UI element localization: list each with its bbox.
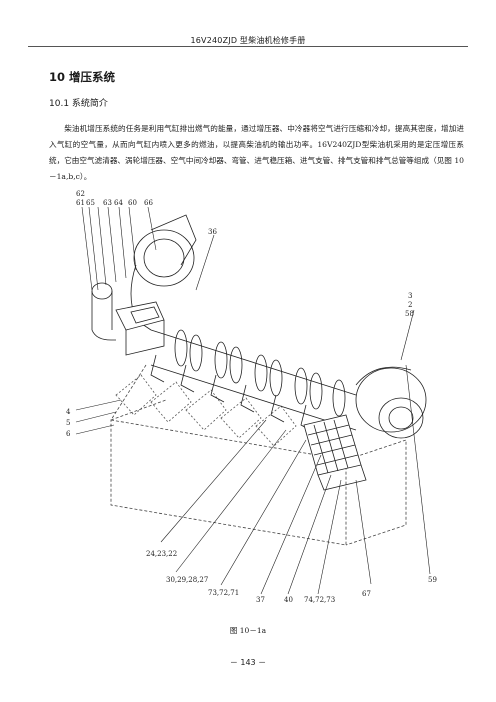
label-6: 6 <box>66 430 71 438</box>
label-73-72-71: 73,72,71 <box>208 589 239 597</box>
leader-lines <box>75 206 431 595</box>
exhaust-manifold <box>150 329 357 431</box>
label-61: 61 <box>76 199 85 207</box>
intro-paragraph: 柴油机增压系统的任务是利用气缸排出燃气的能量，通过增压器、中冷器将空气进行压缩和… <box>49 121 464 185</box>
label-60: 60 <box>128 199 137 207</box>
label-74-72-73: 74,72,73 <box>304 596 335 604</box>
label-59: 59 <box>428 576 437 584</box>
left-turbocharger <box>91 214 197 341</box>
label-58: 58 <box>405 310 414 318</box>
label-62: 62 <box>76 190 85 198</box>
figure-caption: 图 10－1a <box>229 626 267 635</box>
label-40: 40 <box>284 596 293 604</box>
label-3: 3 <box>408 292 412 300</box>
label-64: 64 <box>114 199 123 207</box>
label-30-29-28-27: 30,29,28,27 <box>166 576 208 584</box>
right-intercooler <box>303 414 367 491</box>
page-number: － 143 － <box>229 658 267 667</box>
turbocharger-system-drawing: 62 61 65 63 64 60 66 36 3 2 58 4 5 6 24,… <box>66 190 437 604</box>
left-air-filter <box>115 301 165 356</box>
header-rule <box>28 46 468 47</box>
label-5: 5 <box>66 419 70 427</box>
label-24-23-22: 24,23,22 <box>146 550 177 558</box>
engine-block-outline <box>110 364 407 546</box>
label-66: 66 <box>144 199 153 207</box>
label-36: 36 <box>208 228 217 236</box>
label-63: 63 <box>103 199 112 207</box>
label-4: 4 <box>66 408 71 416</box>
chapter-title: 10 增压系统 <box>49 70 116 84</box>
cylinder-blocks <box>115 374 297 447</box>
right-turbocharger <box>355 366 427 439</box>
exhaust-branches <box>150 354 315 433</box>
label-67: 67 <box>362 590 371 598</box>
running-header: 16V240ZJD 型柴油机检修手册 <box>190 36 306 45</box>
section-title: 10.1 系统简介 <box>49 99 108 109</box>
intro-text: 柴油机增压系统的任务是利用气缸排出燃气的能量，通过增压器、中冷器将空气进行压缩和… <box>49 124 464 181</box>
label-37: 37 <box>256 596 265 604</box>
label-65: 65 <box>86 199 95 207</box>
label-2: 2 <box>408 301 412 309</box>
